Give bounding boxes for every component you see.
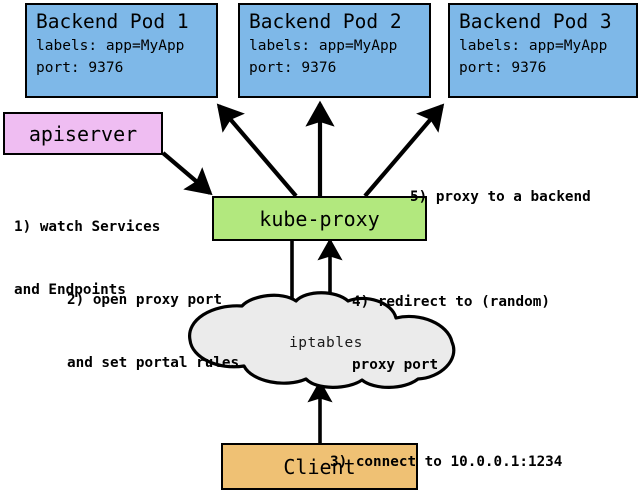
step-3-line-1: 3) connect to 10.0.0.1:1234 <box>330 454 563 470</box>
client-label: Client <box>283 454 356 479</box>
arrow-kubeproxy-to-pod-1 <box>216 103 298 198</box>
step-2-line-1: 2) open proxy port <box>67 292 222 308</box>
step-5-annotation: 5) proxy to a backend <box>410 145 591 250</box>
apiserver-box[interactable]: apiserver <box>3 112 163 155</box>
backend-pod-1-title: Backend Pod 1 <box>36 10 189 33</box>
kube-proxy-label: kube-proxy <box>259 206 380 231</box>
backend-pod-3-box[interactable]: Backend Pod 3 labels: app=MyApp port: 93… <box>448 3 638 98</box>
step-1-line-1: 1) watch Services <box>14 219 161 235</box>
arrow-apiserver-to-kubeproxy <box>161 151 213 196</box>
step-4-line-1: 4) redirect to (random) <box>352 294 550 310</box>
backend-pod-2-box[interactable]: Backend Pod 2 labels: app=MyApp port: 93… <box>238 3 431 98</box>
arrow-kubeproxy-to-pod-3 <box>363 103 445 198</box>
step-2-line-2: and set portal rules <box>67 355 240 371</box>
backend-pod-3-title: Backend Pod 3 <box>459 10 612 33</box>
step-1-line-2: and Endpoints <box>14 282 126 298</box>
step-1-annotation: 1) watch Services and Endpoints <box>14 175 160 343</box>
backend-pod-3-port: port: 9376 <box>459 60 547 76</box>
client-box[interactable]: Client <box>221 443 418 490</box>
backend-pod-1-port: port: 9376 <box>36 60 124 76</box>
backend-pod-3-labels: labels: app=MyApp <box>459 38 608 54</box>
iptables-cloud-shape <box>188 291 456 389</box>
backend-pod-2-title: Backend Pod 2 <box>249 10 402 33</box>
backend-pod-2-labels: labels: app=MyApp <box>249 38 398 54</box>
kube-proxy-box[interactable]: kube-proxy <box>212 196 427 241</box>
step-3-annotation: 3) connect to 10.0.0.1:1234 <box>330 410 562 494</box>
step-4-line-2: proxy port <box>352 357 439 373</box>
step-2-annotation: 2) open proxy port and set portal rules <box>67 248 239 416</box>
apiserver-label: apiserver <box>28 121 138 146</box>
step-5-line-1: 5) proxy to a backend <box>410 189 591 205</box>
backend-pod-1-labels: labels: app=MyApp <box>36 38 185 54</box>
backend-pod-2-port: port: 9376 <box>249 60 337 76</box>
backend-pod-1-box[interactable]: Backend Pod 1 labels: app=MyApp port: 93… <box>25 3 218 98</box>
step-4-annotation: 4) redirect to (random) proxy port <box>352 250 550 418</box>
